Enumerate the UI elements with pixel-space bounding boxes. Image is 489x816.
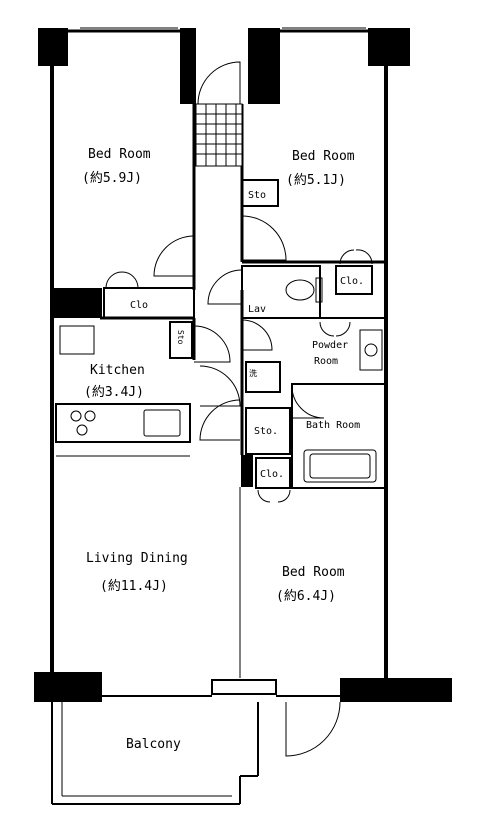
bathtub — [303, 449, 377, 483]
powder-sink — [364, 343, 378, 357]
lav-label: Lav — [248, 304, 266, 315]
bed-room-nw-name: Bed Room — [88, 147, 151, 162]
door-closet-bath[interactable] — [257, 489, 291, 503]
bath-room-name: Bath Room — [306, 420, 360, 431]
door-living-hall[interactable] — [199, 365, 241, 407]
bed-room-nw-size: (約5.9J) — [82, 171, 142, 186]
bed-room-se-size: (約6.4J) — [276, 589, 336, 604]
column-sw — [34, 672, 102, 702]
stove-burner-2 — [84, 410, 96, 422]
lav-room — [241, 265, 321, 319]
toilet-bowl — [285, 279, 315, 301]
closet-powder — [335, 265, 373, 295]
column-west-mid — [54, 288, 102, 318]
storage-ne-label: Sto — [248, 190, 266, 201]
kitchen-size: (約3.4J) — [84, 385, 144, 400]
bathtub-inner — [309, 453, 371, 479]
column-nw — [38, 28, 68, 66]
door-lav[interactable] — [207, 269, 243, 305]
living-dining-name: Living Dining — [86, 551, 188, 566]
kitchen-sink — [143, 409, 181, 437]
door-bed-nw[interactable] — [153, 235, 195, 277]
bed-room-ne-size: (約5.1J) — [286, 173, 346, 188]
storage-mid-label: Sto — [176, 330, 185, 345]
stove-burner-1 — [70, 410, 82, 422]
closet-nw-label: Clo — [130, 300, 148, 311]
door-kitchen[interactable] — [193, 325, 231, 363]
fridge — [59, 325, 95, 355]
bed-room-se-name: Bed Room — [282, 565, 345, 580]
entrance-tiles — [195, 103, 243, 167]
door-closet-nw[interactable] — [105, 271, 139, 289]
column-se — [340, 678, 452, 702]
column-top-mid-left — [180, 28, 196, 104]
window-living — [211, 679, 277, 695]
closet-powder-label: Clo. — [340, 276, 364, 287]
storage-hall — [245, 407, 291, 455]
door-hall-living[interactable] — [199, 399, 241, 441]
door-balcony[interactable] — [285, 701, 341, 757]
balcony-name: Balcony — [126, 737, 181, 752]
bed-room-ne-name: Bed Room — [292, 149, 355, 164]
column-top-mid-right — [248, 28, 280, 104]
closet-bath — [255, 457, 291, 489]
powder-vanity — [359, 329, 383, 371]
storage-hall-label: Sto. — [254, 426, 278, 437]
closet-nw — [103, 287, 195, 319]
toilet-tank — [315, 277, 323, 303]
door-entrance[interactable] — [197, 61, 241, 105]
kitchen-name: Kitchen — [90, 363, 145, 378]
storage-mid — [169, 321, 193, 359]
powder-room-line2: Room — [314, 356, 338, 367]
door-bed-ne[interactable] — [241, 215, 287, 261]
bath-room-box — [291, 383, 387, 489]
closet-bath-label: Clo. — [260, 469, 284, 480]
door-closet-powder-2[interactable] — [319, 321, 351, 337]
column-ne — [368, 28, 410, 66]
kitchen-counter — [55, 403, 191, 443]
washer-label: 洗 — [249, 368, 257, 378]
powder-room-line1: Powder — [312, 340, 348, 351]
living-dining-size: (約11.4J) — [100, 579, 168, 594]
washer-space — [245, 361, 281, 393]
column-bath-corner — [241, 455, 253, 487]
door-closet-powder[interactable] — [339, 249, 373, 265]
stove-burner-3 — [76, 424, 88, 436]
door-bath[interactable] — [291, 385, 325, 419]
balcony-outline — [51, 702, 259, 805]
storage-ne — [241, 179, 279, 207]
door-powder[interactable] — [241, 319, 273, 351]
